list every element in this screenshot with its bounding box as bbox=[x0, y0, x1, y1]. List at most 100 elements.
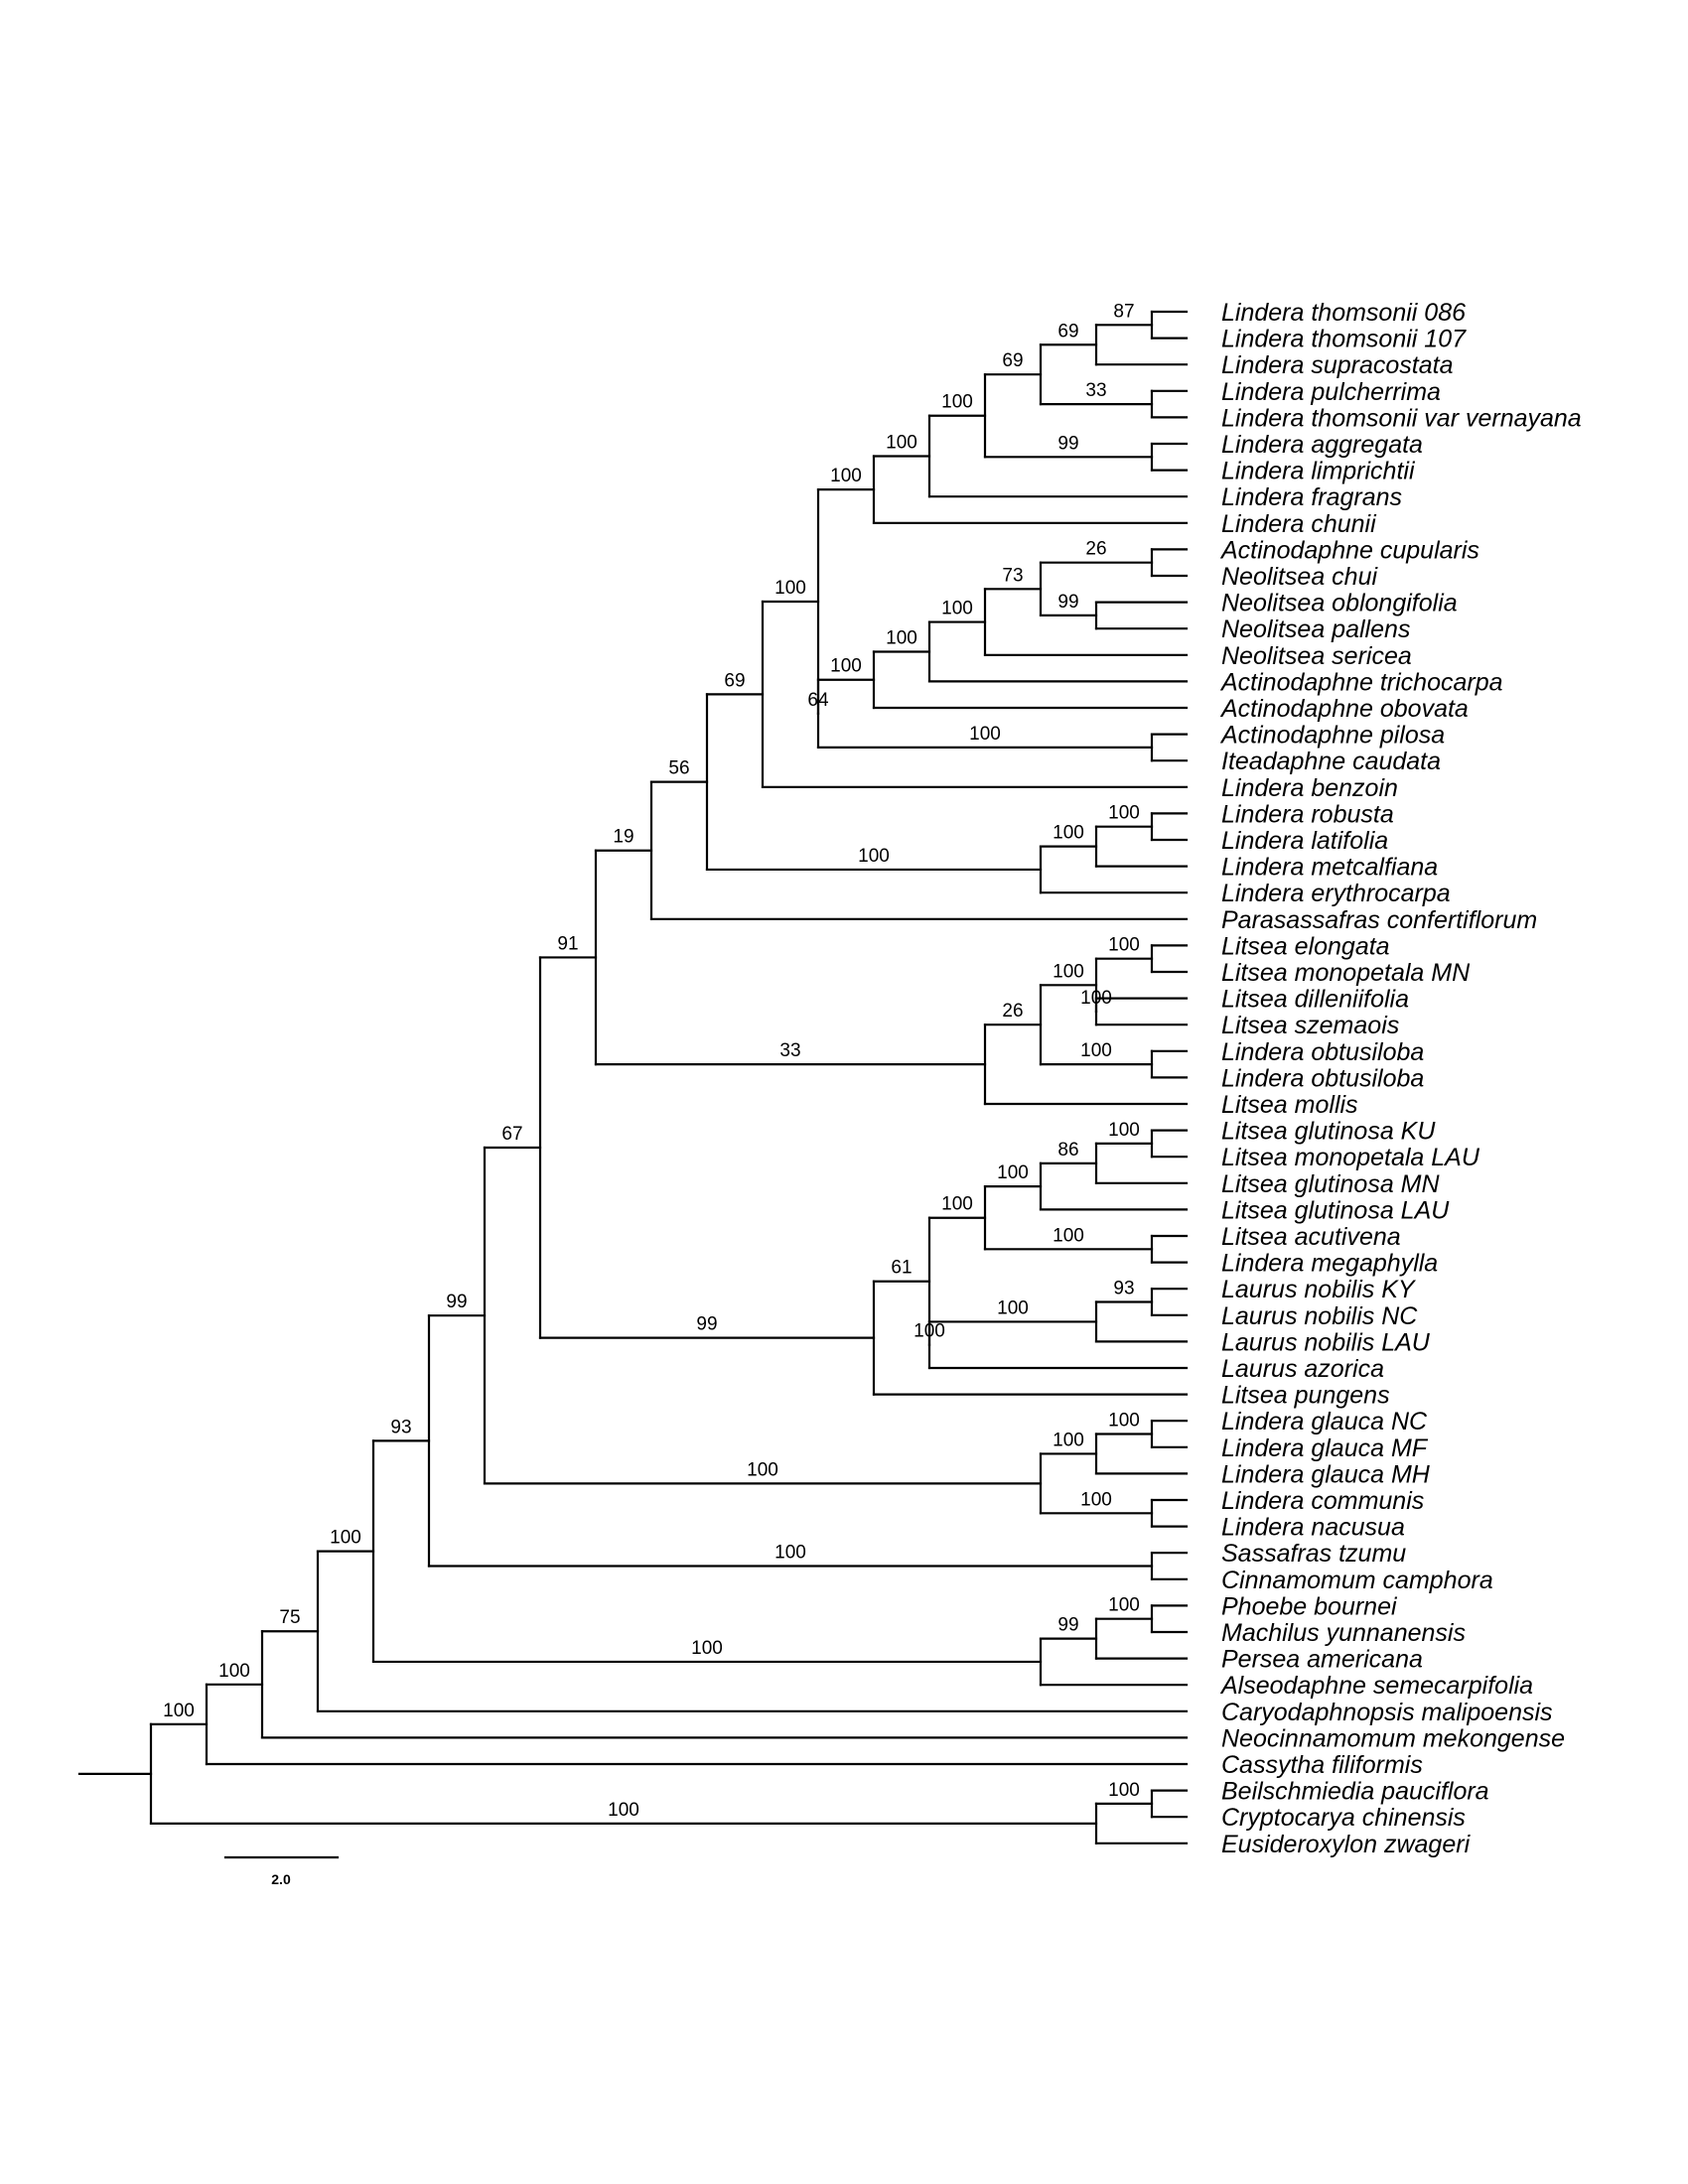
tip-label: Lindera limprichtii bbox=[1221, 458, 1416, 485]
support-value: 100 bbox=[1108, 1595, 1140, 1616]
tip-label: Laurus nobilis KY bbox=[1221, 1276, 1417, 1303]
support-value: 100 bbox=[1053, 823, 1084, 844]
support-value: 33 bbox=[1085, 380, 1106, 401]
scale-bar-label: 2.0 bbox=[271, 1871, 291, 1887]
support-value: 100 bbox=[1108, 1780, 1140, 1801]
tip-label: Neocinnamomum mekongense bbox=[1221, 1724, 1565, 1752]
support-value: 69 bbox=[1002, 350, 1023, 371]
support-value: 99 bbox=[1057, 1615, 1078, 1636]
tip-label: Phoebe bournei bbox=[1221, 1592, 1398, 1620]
support-value: 69 bbox=[1057, 321, 1078, 341]
support-value: 33 bbox=[779, 1040, 800, 1061]
tip-label: Actinodaphne obovata bbox=[1219, 695, 1469, 723]
tip-label: Laurus nobilis NC bbox=[1221, 1302, 1418, 1330]
support-value: 69 bbox=[724, 670, 745, 691]
support-value: 100 bbox=[997, 1297, 1029, 1318]
tip-label: Litsea szemaois bbox=[1221, 1012, 1399, 1039]
tip-label: Litsea glutinosa MN bbox=[1221, 1170, 1441, 1198]
tip-label: Litsea dilleniifolia bbox=[1221, 986, 1409, 1014]
support-value: 100 bbox=[830, 466, 862, 486]
support-value: 67 bbox=[501, 1124, 522, 1145]
tip-label: Litsea glutinosa LAU bbox=[1221, 1196, 1450, 1224]
tip-label: Neolitsea chui bbox=[1221, 563, 1378, 591]
tip-label: Lindera chunii bbox=[1221, 510, 1377, 538]
support-value: 100 bbox=[830, 656, 862, 677]
support-value: 93 bbox=[390, 1417, 411, 1437]
support-value: 100 bbox=[858, 846, 890, 867]
tip-label: Lindera pulcherrima bbox=[1221, 378, 1441, 406]
tip-label: Lindera glauca MF bbox=[1221, 1434, 1429, 1462]
tip-label: Litsea pungens bbox=[1221, 1382, 1390, 1410]
tip-label: Lindera thomsonii 107 bbox=[1221, 326, 1467, 353]
support-value: 73 bbox=[1002, 565, 1023, 586]
support-value: 61 bbox=[891, 1258, 912, 1279]
tip-label: Litsea elongata bbox=[1221, 932, 1390, 960]
support-value: 19 bbox=[613, 827, 633, 848]
support-values: 8769336999100100100269973100100100100641… bbox=[163, 301, 1140, 1821]
tip-label: Laurus nobilis LAU bbox=[1221, 1328, 1431, 1356]
support-value: 100 bbox=[1108, 1411, 1140, 1432]
tip-label: Lindera fragrans bbox=[1221, 483, 1402, 511]
support-value: 26 bbox=[1085, 539, 1106, 560]
support-value: 99 bbox=[696, 1314, 717, 1335]
tip-label: Lindera erythrocarpa bbox=[1221, 880, 1451, 907]
support-value: 100 bbox=[969, 724, 1001, 745]
tip-label: Litsea mollis bbox=[1221, 1091, 1358, 1119]
tip-label: Lindera glauca NC bbox=[1221, 1408, 1428, 1435]
tip-label: Lindera thomsonii var vernayana bbox=[1221, 404, 1582, 432]
tip-label: Actinodaphne trichocarpa bbox=[1219, 668, 1503, 696]
tip-label: Lindera megaphylla bbox=[1221, 1250, 1438, 1278]
tip-label: Litsea acutivena bbox=[1221, 1223, 1401, 1251]
support-value: 93 bbox=[1113, 1279, 1134, 1299]
support-value: 99 bbox=[1057, 592, 1078, 613]
tip-label: Lindera obtusiloba bbox=[1221, 1064, 1424, 1092]
support-value: 87 bbox=[1113, 301, 1134, 322]
support-value: 100 bbox=[1053, 1430, 1084, 1450]
tip-label: Neolitsea pallens bbox=[1221, 615, 1410, 643]
support-value: 100 bbox=[1053, 1225, 1084, 1246]
tip-label: Actinodaphne pilosa bbox=[1219, 722, 1445, 750]
tree-branches bbox=[77, 310, 1189, 1844]
support-value: 100 bbox=[691, 1638, 723, 1659]
tip-label: Cinnamomum camphora bbox=[1221, 1567, 1493, 1594]
support-value: 99 bbox=[446, 1292, 467, 1312]
tip-label: Lindera aggregata bbox=[1221, 431, 1423, 459]
tip-label: Lindera metcalfiana bbox=[1221, 854, 1438, 882]
support-value: 100 bbox=[1053, 961, 1084, 982]
tip-label: Lindera supracostata bbox=[1221, 351, 1454, 379]
support-value: 100 bbox=[163, 1701, 195, 1721]
tip-label: Eusideroxylon zwageri bbox=[1221, 1831, 1472, 1858]
support-value: 100 bbox=[1080, 1489, 1112, 1510]
support-value: 56 bbox=[668, 758, 689, 779]
support-value: 26 bbox=[1002, 1001, 1023, 1022]
support-value: 100 bbox=[218, 1661, 250, 1682]
support-value: 100 bbox=[941, 599, 973, 619]
tip-label: Lindera communis bbox=[1221, 1487, 1424, 1515]
tip-label: Litsea monopetala MN bbox=[1221, 959, 1471, 987]
support-value: 100 bbox=[1080, 1040, 1112, 1061]
scale-bar: 2.0 bbox=[223, 1855, 340, 1887]
tip-label: Lindera glauca MH bbox=[1221, 1460, 1431, 1488]
tip-label: Alseodaphne semecarpifolia bbox=[1219, 1672, 1533, 1700]
tip-label: Persea americana bbox=[1221, 1646, 1423, 1674]
support-value: 100 bbox=[1108, 1120, 1140, 1141]
support-value: 100 bbox=[886, 627, 917, 648]
support-value: 64 bbox=[807, 690, 829, 711]
support-value: 100 bbox=[774, 578, 806, 599]
tip-label: Iteadaphne caudata bbox=[1221, 748, 1441, 775]
tip-label: Lindera robusta bbox=[1221, 800, 1394, 828]
support-value: 100 bbox=[941, 392, 973, 413]
tip-label: Litsea monopetala LAU bbox=[1221, 1144, 1480, 1171]
tip-label: Parasassafras confertiflorum bbox=[1221, 906, 1537, 934]
tip-label: Lindera benzoin bbox=[1221, 774, 1398, 802]
support-value: 91 bbox=[557, 933, 578, 954]
tip-label: Lindera thomsonii 086 bbox=[1221, 299, 1466, 327]
support-value: 100 bbox=[1108, 803, 1140, 824]
support-value: 100 bbox=[886, 432, 917, 453]
tip-label: Lindera nacusua bbox=[1221, 1514, 1405, 1542]
tip-label: Actinodaphne cupularis bbox=[1219, 536, 1479, 564]
tip-label: Neolitsea sericea bbox=[1221, 642, 1412, 670]
tip-label: Beilschmiedia pauciflora bbox=[1221, 1778, 1489, 1806]
tip-label: Laurus azorica bbox=[1221, 1355, 1384, 1383]
